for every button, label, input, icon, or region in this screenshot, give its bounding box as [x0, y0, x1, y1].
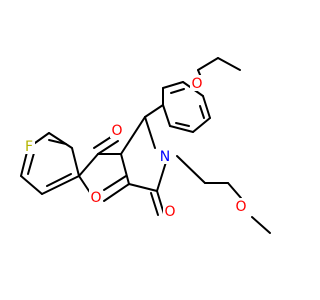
atom-label-o-ring: O [90, 190, 101, 206]
bond [97, 140, 119, 155]
bond [48, 139, 67, 145]
bond [120, 153, 130, 185]
bond [202, 95, 211, 119]
atom-label-f: F [25, 139, 33, 155]
atom-label-o-lactam: O [164, 204, 175, 220]
atom-label-o-ketone: O [111, 123, 122, 139]
bond [156, 190, 165, 215]
bond [120, 116, 146, 155]
molecule-canvas: O F O N O O O [20, 57, 271, 234]
bond [162, 81, 184, 89]
atom-label-o-methoxy: O [235, 199, 246, 215]
bond [71, 147, 80, 177]
bond [46, 173, 72, 187]
bond [251, 216, 271, 234]
bond [192, 117, 211, 133]
bond [217, 57, 241, 71]
atom-label-n: N [160, 149, 170, 165]
molecule-structure: O F O N O O O [20, 57, 271, 234]
bond [41, 175, 80, 195]
atom-labels: O F O N O O O [23, 75, 248, 220]
bond [103, 175, 127, 191]
bond [199, 105, 205, 119]
atom-label-o-ether: O [191, 76, 202, 92]
bond [156, 161, 167, 192]
bond [197, 57, 219, 71]
bond [162, 104, 171, 127]
bond [20, 175, 43, 195]
bond [27, 152, 35, 175]
bond [144, 116, 156, 149]
bond [103, 183, 130, 202]
bond [227, 182, 242, 199]
bond [48, 132, 73, 149]
bond [128, 183, 158, 192]
bonds [20, 57, 271, 234]
bond [78, 153, 99, 177]
bond [144, 104, 164, 118]
bond [176, 155, 206, 184]
bond [169, 125, 194, 133]
bond [175, 122, 190, 127]
bond [170, 88, 185, 94]
bond [150, 192, 159, 216]
